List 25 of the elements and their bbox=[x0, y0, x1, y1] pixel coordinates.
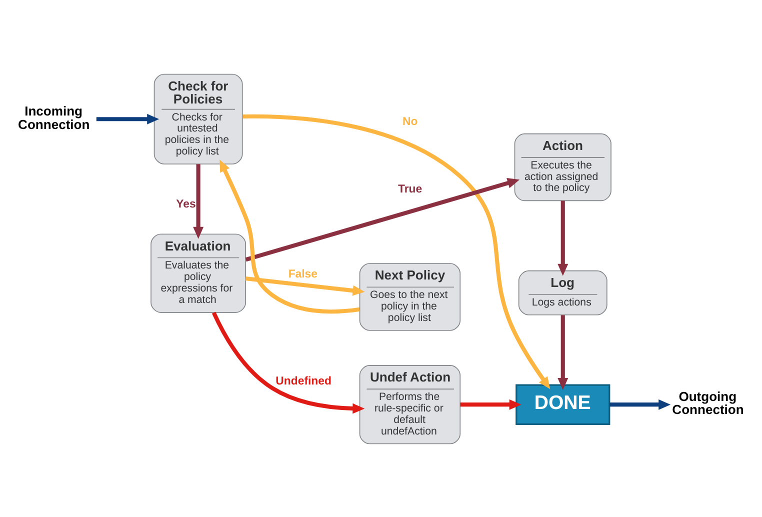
arrow bbox=[212, 311, 365, 414]
node-text: Outgoing Connection bbox=[672, 388, 744, 417]
arrow bbox=[558, 200, 568, 276]
arrow bbox=[246, 276, 365, 296]
arrow bbox=[193, 164, 204, 238]
node-text: Incoming Connection bbox=[18, 103, 90, 132]
node-box: Evaluation Evaluates the policy expressions for a match bbox=[150, 233, 246, 312]
arrow bbox=[610, 398, 671, 410]
arrow bbox=[460, 398, 522, 410]
edge-label: True bbox=[398, 183, 422, 196]
arrow bbox=[96, 113, 160, 124]
arrow bbox=[558, 314, 568, 390]
edge-label: Yes bbox=[176, 198, 196, 210]
node-box: Action Executes the action assigned to the policy bbox=[514, 132, 612, 201]
edge-label: False bbox=[288, 268, 318, 280]
node-box: Undef Action Performs the rule-specific or default undefAction bbox=[359, 364, 461, 444]
arrow bbox=[245, 177, 520, 262]
arrow bbox=[242, 114, 550, 389]
node-box: Log Logs actions bbox=[518, 270, 608, 315]
node-box: Check for Policies Checks for untested policies in the policy list bbox=[154, 73, 243, 164]
edge-label: Undefined bbox=[276, 374, 332, 387]
node-box: DONE bbox=[516, 384, 610, 424]
edge-label: No bbox=[402, 115, 418, 128]
node-box: Next Policy Goes to the next policy in the policy list bbox=[359, 262, 461, 330]
arrow bbox=[220, 159, 360, 314]
